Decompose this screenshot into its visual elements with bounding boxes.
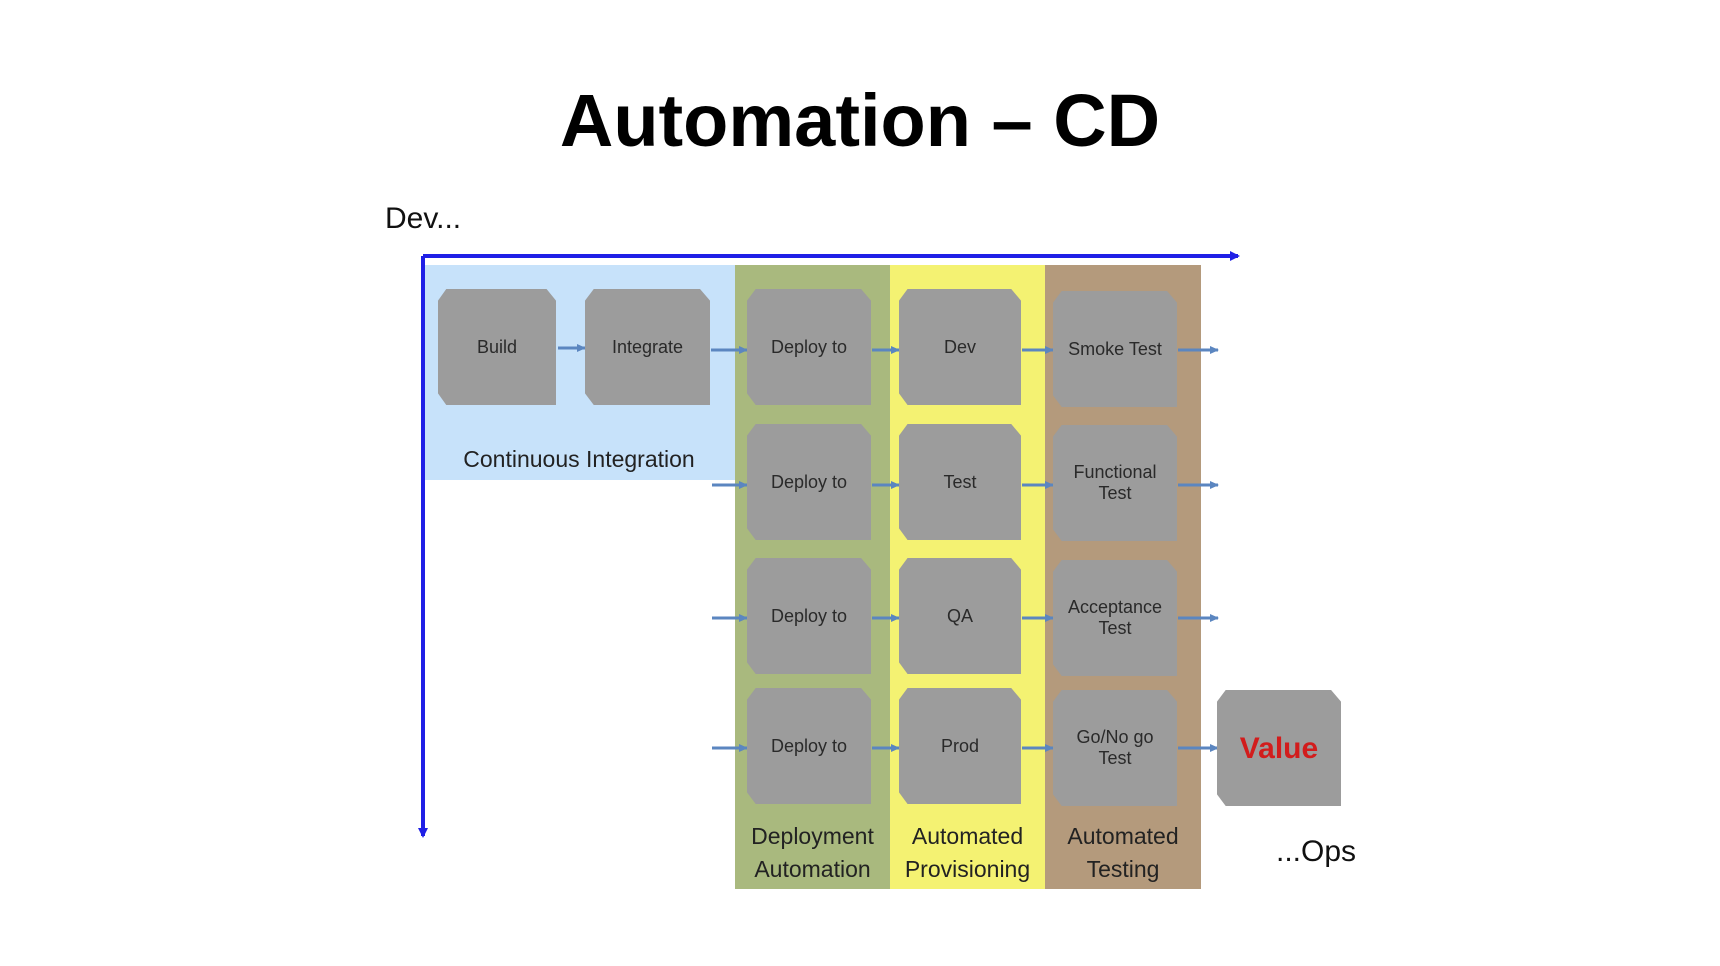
page-title: Automation – CD	[559, 79, 1161, 162]
dev-axis-label: Dev...	[385, 202, 462, 235]
go-no-go-test-line2: Test	[1098, 748, 1132, 768]
automated-testing-label-line2: Testing	[1086, 856, 1160, 882]
value-outcome: Value	[1217, 690, 1341, 806]
deployment-automation-label-line2: Automation	[754, 856, 871, 882]
deploy-to-step: Deploy to	[747, 289, 871, 405]
deploy-to-step: Deploy to	[747, 688, 871, 804]
automated-provisioning-label-line2: Provisioning	[904, 856, 1031, 882]
integrate-step: Integrate	[585, 289, 710, 405]
ops-axis-label: ...Ops	[1276, 835, 1357, 868]
env-dev: Dev	[899, 289, 1021, 405]
automated-testing-label: Automated Testing	[1045, 820, 1201, 886]
functional-test: Functional Test	[1053, 425, 1177, 541]
smoke-test-label: Smoke Test	[1068, 338, 1162, 359]
functional-test-line2: Test	[1098, 483, 1132, 503]
go-no-go-test-line1: Go/No go	[1076, 727, 1154, 747]
smoke-test: Smoke Test	[1053, 291, 1177, 407]
deployment-automation-label: Deployment Automation	[735, 820, 890, 886]
acceptance-test-line2: Test	[1098, 618, 1132, 638]
deployment-automation-label-line1: Deployment	[751, 823, 874, 849]
env-prod: Prod	[899, 688, 1021, 804]
env-test: Test	[899, 424, 1021, 540]
automated-provisioning-label: Automated Provisioning	[890, 820, 1045, 886]
acceptance-test-line1: Acceptance	[1067, 597, 1163, 617]
env-qa: QA	[899, 558, 1021, 674]
deploy-to-step: Deploy to	[747, 424, 871, 540]
acceptance-test: Acceptance Test	[1053, 560, 1177, 676]
automated-testing-label-line1: Automated	[1067, 823, 1179, 849]
automated-provisioning-label-line1: Automated	[911, 823, 1024, 849]
continuous-integration-label: Continuous Integration	[463, 446, 695, 472]
deploy-to-step: Deploy to	[747, 558, 871, 674]
go-no-go-test: Go/No go Test	[1053, 690, 1177, 806]
functional-test-line1: Functional	[1073, 462, 1157, 482]
build-step: Build	[438, 289, 556, 405]
